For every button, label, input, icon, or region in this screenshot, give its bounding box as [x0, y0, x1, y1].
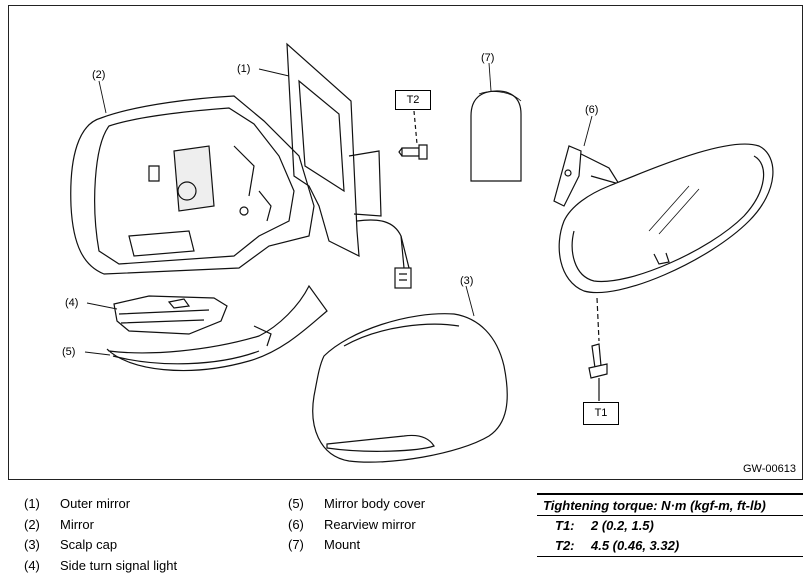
legend-label: Mirror body cover — [324, 496, 426, 511]
legend-item: (7) Mount — [288, 535, 425, 556]
legend-num: (5) — [288, 496, 304, 511]
legend-item: (1) Outer mirror — [24, 494, 177, 515]
callout-1: (1) — [237, 63, 251, 75]
torque-row: T1: 2 (0.2, 1.5) — [537, 516, 803, 536]
mount-part — [470, 90, 522, 182]
legend-num: (6) — [288, 516, 304, 532]
callout-5: (5) — [62, 346, 76, 358]
legend-item: (4) Side turn signal light — [24, 556, 177, 577]
mirror-body-cover-part — [106, 284, 328, 372]
legend-column-1: (1) Outer mirror (2) Mirror (3) Scalp cap (… — [24, 494, 177, 576]
legend-label: Rearview mirror — [324, 516, 416, 532]
leader-lines — [84, 62, 593, 356]
callout-6: (6) — [585, 104, 599, 116]
exploded-diagram: (2) (1) (7) (6) (3) (4) (5) T2 T1 GW-006… — [8, 5, 803, 480]
legend-num: (7) — [288, 537, 304, 552]
legend-item: (2) Mirror — [24, 515, 177, 536]
mirror-housing-part — [70, 95, 315, 275]
callout-7: (7) — [481, 52, 495, 64]
legend-column-2: (5)Mirror body cover (6)Rearview mirror … — [288, 494, 425, 556]
legend-item: (5) Mirror body cover — [288, 494, 425, 515]
legend-label: Mount — [324, 537, 361, 552]
legend-num: (2) — [24, 516, 40, 532]
torque-value: 4.5 (0.46, 3.32) — [591, 538, 680, 553]
legend-label: Outer mirror — [60, 496, 131, 511]
callout-3: (3) — [460, 275, 474, 287]
torque-label: T1: — [555, 518, 575, 533]
legend-label: Mirror — [60, 516, 94, 532]
callout-2: (2) — [92, 69, 106, 81]
torque-header: Tightening torque: N·m (kgf-m, ft-lb) — [537, 493, 803, 516]
torque-row: T2: 4.5 (0.46, 3.32) — [537, 536, 803, 557]
torque-label: T2: — [555, 538, 575, 553]
torque-tag-t1: T1 — [583, 402, 619, 425]
diagram-drawing — [70, 42, 774, 463]
torque-value: 2 (0.2, 1.5) — [591, 518, 654, 533]
legend-num: (3) — [24, 537, 40, 552]
scalp-cap-part — [312, 313, 508, 463]
t1-screw — [588, 343, 608, 401]
legend-num: (4) — [24, 557, 40, 573]
t2-bolt — [398, 110, 428, 160]
legend-label: Scalp cap — [60, 537, 118, 552]
legend-item: (3) Scalp cap — [24, 535, 177, 556]
torque-table: Tightening torque: N·m (kgf-m, ft-lb) T1… — [537, 493, 803, 557]
legend-label: Side turn signal light — [60, 557, 178, 573]
legend-num: (1) — [24, 496, 40, 511]
figure-code: GW-00613 — [743, 463, 796, 475]
callout-4: (4) — [65, 297, 79, 309]
legend-item: (6) Rearview mirror — [288, 515, 425, 536]
harness-connector — [356, 219, 412, 289]
rearview-mirror-part — [553, 143, 774, 342]
torque-tag-t2: T2 — [395, 90, 431, 110]
turn-signal-part — [113, 295, 228, 335]
outer-mirror-base-part — [286, 42, 382, 258]
